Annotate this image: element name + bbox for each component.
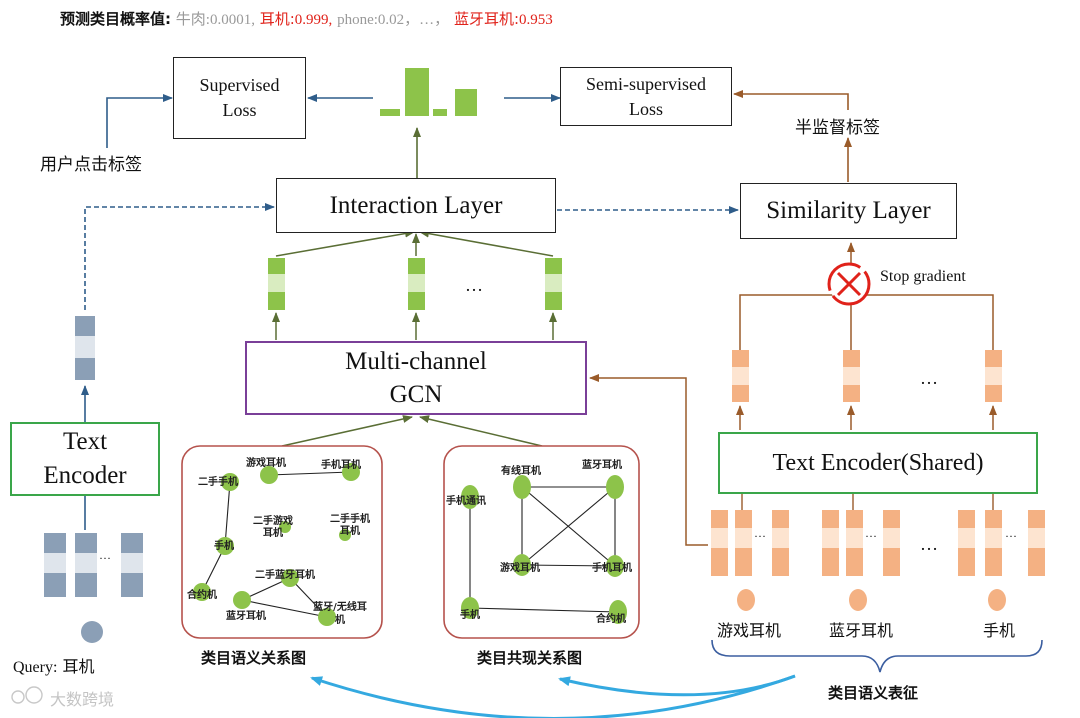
sem-node-phone-earphone: 手机耳机 — [321, 460, 361, 471]
shared-encoder-output-vectors — [732, 350, 1002, 402]
arrow-repr-to-cooccur-graph — [558, 674, 796, 697]
sem-node-used-bt-earphone: 二手蓝牙耳机 — [255, 570, 315, 581]
cat3-tokens-ellipsis: ··· — [1005, 529, 1017, 543]
query-tokens-ellipsis: ··· — [99, 551, 111, 565]
gcn-vectors-ellipsis: … — [465, 275, 483, 295]
semi-loss-line1: Semi-supervised — [586, 73, 706, 94]
cooccur-graph-edges — [469, 486, 619, 613]
gcn-output-vectors — [268, 258, 562, 310]
sem-node-contract-phone: 合约机 — [187, 590, 217, 601]
gcn-line2: GCN — [389, 381, 443, 408]
query-value: 耳机 — [62, 657, 95, 676]
prediction-item3-value: 0.02，…， — [377, 12, 450, 28]
supervised-loss-box: Supervised Loss — [173, 57, 306, 139]
cooccur-graph-frame — [443, 445, 640, 639]
text-encoder-line1: Text — [62, 428, 108, 455]
category-phone: 手机 — [983, 621, 1016, 640]
sem-node-bt-earphone: 蓝牙耳机 — [226, 611, 266, 622]
text-encoder-line2: Encoder — [43, 462, 127, 489]
shared-encoder-label: Text Encoder(Shared) — [772, 449, 984, 476]
shared-text-encoder-box: Text Encoder(Shared) — [718, 432, 1038, 494]
interaction-layer-box: Interaction Layer — [276, 178, 556, 233]
co-node-phone: 手机 — [460, 610, 480, 621]
watermark-logo-icon — [11, 686, 43, 704]
query-token-vectors — [44, 533, 143, 597]
stop-gradient-label: Stop gradient — [880, 268, 966, 285]
sem-node-bt-wireless-earphone: 蓝牙/无线耳机 — [313, 602, 367, 626]
user-click-label: 用户点击标签 — [40, 155, 142, 175]
supervised-loss-line2: Loss — [222, 100, 257, 120]
prediction-item4-label: 蓝牙耳机: — [453, 10, 520, 28]
arrows-vectors-to-interaction — [275, 229, 554, 257]
category-bt-earphone: 蓝牙耳机 — [829, 621, 894, 640]
semi-label: 半监督标签 — [795, 118, 880, 138]
semi-supervised-loss-box: Semi-supervised Loss — [560, 67, 732, 126]
category-token-vectors — [711, 510, 1045, 576]
category-game-earphone: 游戏耳机 — [717, 621, 782, 640]
co-node-contract-phone: 合约机 — [596, 614, 626, 625]
prediction-bars — [380, 68, 477, 116]
arrows-gcn-to-vectors — [272, 312, 557, 340]
multi-channel-gcn-box: Multi-channel GCN — [245, 341, 587, 415]
gcn-line1: Multi-channel — [345, 348, 487, 375]
query-token-dot — [81, 621, 103, 643]
arrow-semi-label-to-loss — [733, 90, 849, 110]
prediction-item2-value: 0.999, — [294, 12, 333, 28]
co-node-phone-earphone: 手机耳机 — [592, 563, 632, 574]
semantic-graph-frame — [181, 445, 383, 639]
arrow-repr-to-semantic-graph — [310, 674, 796, 718]
similarity-layer-box: Similarity Layer — [740, 183, 957, 239]
prediction-title: 预测类目概率值: — [60, 10, 171, 28]
cat1-tokens-ellipsis: ··· — [754, 529, 766, 543]
text-encoder-box: Text Encoder — [10, 422, 160, 496]
co-node-wired-earphone: 有线耳机 — [501, 466, 541, 477]
sem-node-phone: 手机 — [214, 541, 234, 552]
prediction-item4-value: 0.953 — [519, 12, 553, 28]
prediction-item1-value: 0.0001, — [209, 12, 255, 28]
lines-tokens-to-shared — [741, 493, 994, 510]
arrows-graphs-to-gcn — [281, 415, 543, 447]
prediction-item2-label: 耳机: — [259, 10, 295, 28]
category-representation-label: 类目语义表征 — [828, 684, 919, 702]
category-dots — [737, 589, 1006, 611]
sem-node-used-phone-earphone: 二手手机耳机 — [330, 514, 370, 537]
query-vector — [75, 316, 95, 380]
category-brace — [711, 639, 1043, 673]
cooccur-graph-caption: 类目共现关系图 — [477, 649, 583, 667]
prediction-item3-label: phone: — [337, 12, 378, 28]
co-node-phone-comm: 手机通讯 — [446, 496, 486, 507]
prediction-item1-label: 牛肉: — [175, 12, 210, 28]
co-node-bt-earphone: 蓝牙耳机 — [582, 460, 622, 471]
query-prefix: Query: — [13, 659, 58, 676]
semantic-graph-nodes — [193, 463, 360, 626]
arrow-categories-to-gcn — [589, 374, 708, 546]
prediction-line: 预测类目概率值: 牛肉:0.0001, 耳机:0.999, phone:0.02… — [60, 8, 553, 29]
interaction-layer-label: Interaction Layer — [329, 191, 503, 219]
sem-node-game-earphone: 游戏耳机 — [246, 458, 286, 469]
semantic-graph-caption: 类目语义关系图 — [201, 649, 307, 667]
supervised-loss-line1: Supervised — [199, 75, 280, 95]
arrows-shared-to-vectors — [736, 405, 997, 430]
semi-loss-line2: Loss — [628, 98, 663, 119]
cat2-tokens-ellipsis: ··· — [865, 529, 877, 543]
arrow-user-click — [106, 94, 173, 148]
cooccur-graph-nodes — [461, 475, 627, 624]
sem-node-used-game-earphone: 二手游戏耳机 — [253, 516, 293, 539]
co-node-game-earphone: 游戏耳机 — [500, 563, 540, 574]
stop-gradient-icon — [827, 262, 871, 306]
watermark-text: 大数跨境 — [50, 690, 115, 709]
token-groups-ellipsis: … — [920, 534, 938, 554]
shared-vectors-ellipsis: … — [920, 368, 938, 388]
arrow-query-to-interaction — [84, 203, 275, 310]
query-label: Query: 耳机 — [13, 653, 95, 677]
similarity-layer-label: Similarity Layer — [766, 197, 931, 224]
sem-node-used-phone: 二手手机 — [198, 477, 238, 488]
